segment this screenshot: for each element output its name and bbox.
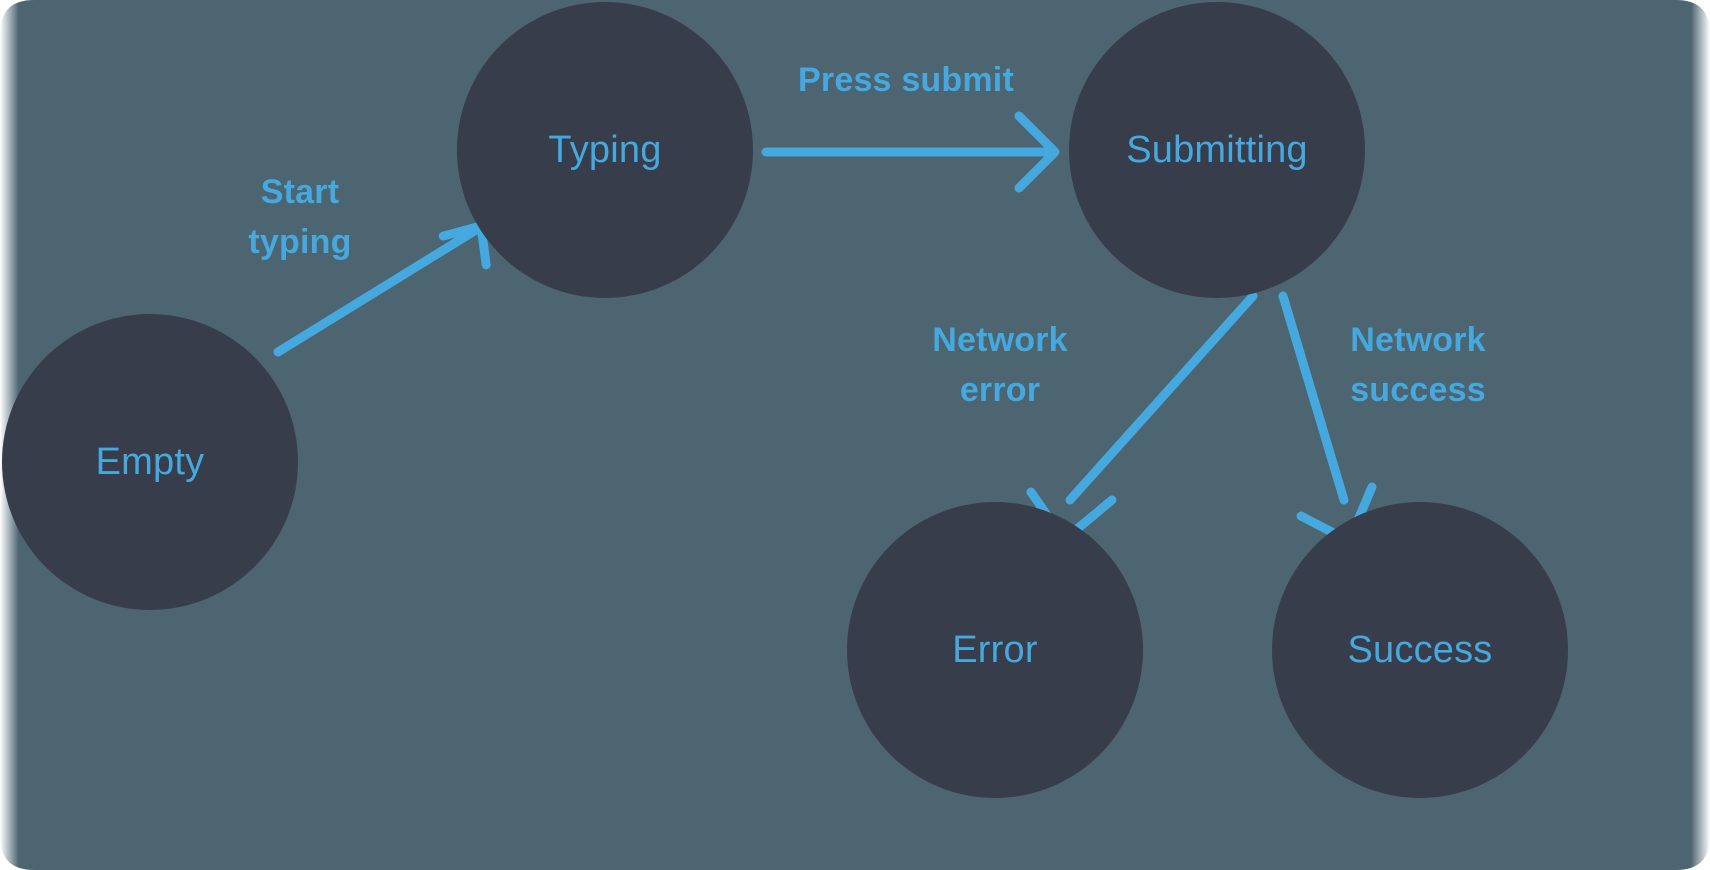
edge-label-start-typing: Start typing [248, 173, 351, 261]
edge-line-submitting-to-success [1278, 291, 1349, 505]
state-node-circle[interactable] [847, 502, 1143, 798]
state-node-label-typing: Typing [548, 129, 661, 171]
edge-label-line-1: Press submit [798, 61, 1014, 99]
edge-label-network-success: Network success [1350, 321, 1486, 409]
state-node-label-success: Success [1347, 629, 1492, 671]
edge-label-network-error: Network error [932, 321, 1068, 409]
edge-label-line-2: success [1350, 371, 1486, 409]
edge-label-line-2: error [960, 371, 1040, 409]
edge-label-line-1: Network [1350, 321, 1486, 359]
state-node-circle[interactable] [1272, 502, 1568, 798]
state-node-empty[interactable]: Empty [2, 314, 298, 610]
state-node-submitting[interactable]: Submitting [1069, 2, 1365, 298]
state-node-typing[interactable]: Typing [457, 2, 753, 298]
state-node-circle[interactable] [457, 2, 753, 298]
edge-label-line-1: Start [261, 173, 339, 211]
arrowhead-icon [1014, 111, 1060, 193]
edge-label-line-2: typing [248, 223, 351, 261]
state-node-label-submitting: Submitting [1126, 129, 1308, 171]
edge-label-press-submit: Press submit [798, 61, 1014, 99]
state-node-label-error: Error [952, 629, 1038, 671]
state-node-circle[interactable] [2, 314, 298, 610]
edge-line-submitting-to-error [1065, 291, 1258, 505]
edge-typing-to-submitting [761, 111, 1060, 193]
state-node-error[interactable]: Error [847, 502, 1143, 798]
edge-label-line-1: Network [932, 321, 1068, 359]
state-node-label-empty: Empty [96, 441, 205, 483]
state-node-success[interactable]: Success [1272, 502, 1568, 798]
edge-line-empty-to-typing [273, 225, 481, 357]
state-node-circle[interactable] [1069, 2, 1365, 298]
